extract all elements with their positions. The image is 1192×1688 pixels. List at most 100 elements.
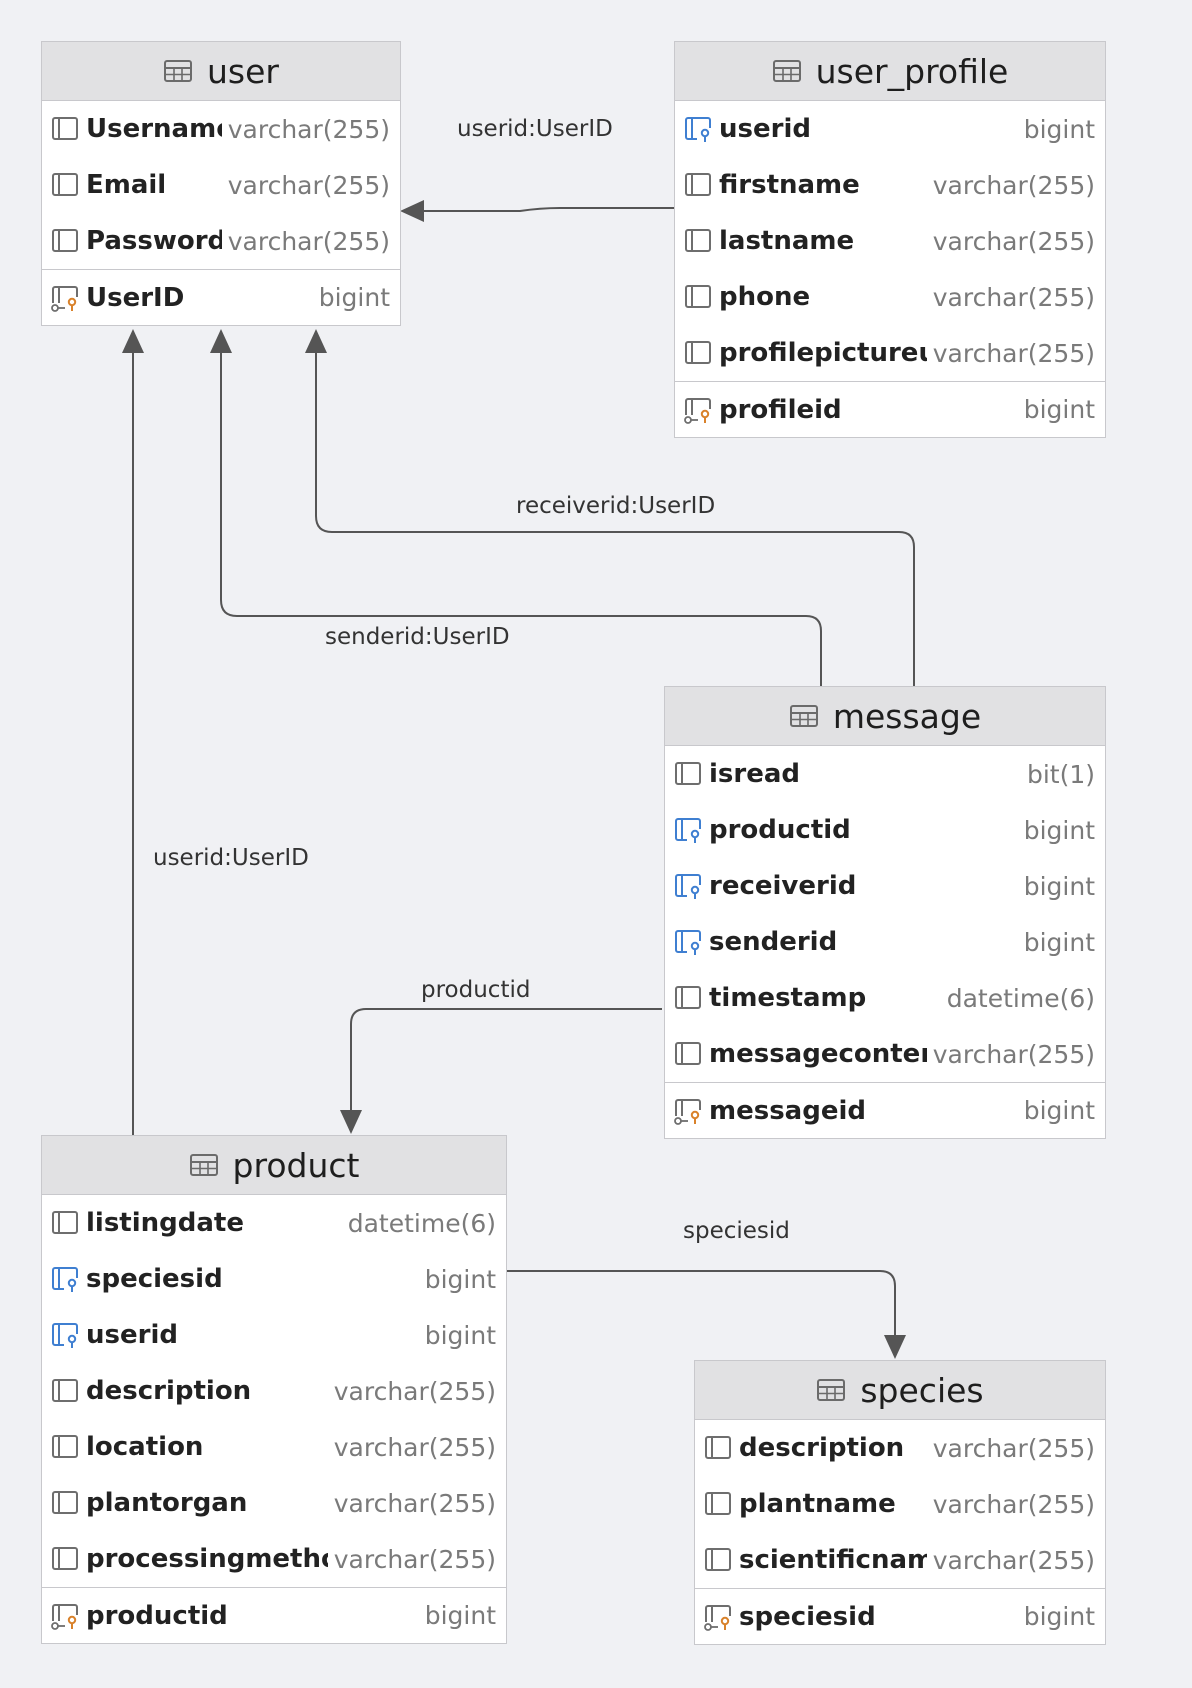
primary-key-icon [50,283,82,313]
arrowhead [305,329,327,353]
primary-key-icon [703,1602,735,1632]
table-header[interactable]: product [42,1136,506,1195]
primary-key-row[interactable]: UserID bigint [42,269,400,325]
column-type: varchar(255) [227,170,390,200]
column-type: bigint [1023,927,1095,957]
column-name: productid [86,1600,228,1631]
column-name: UserID [86,282,185,313]
column-type: varchar(255) [932,1489,1095,1519]
edge-message-sender [220,348,822,686]
table-name: product [232,1145,360,1185]
foreign-key-icon [673,815,705,845]
column-name: timestamp [709,983,867,1013]
primary-key-icon [683,395,715,425]
column-name: profilepictureur [719,338,927,368]
column-name: isread [709,759,800,789]
column-icon [50,1488,82,1518]
column-icon [50,1208,82,1238]
column-type: bigint [424,1320,496,1350]
edge-message-product [350,1008,662,1110]
column-name: lastname [719,226,855,256]
column-type: varchar(255) [932,282,1095,312]
column-name: userid [86,1320,178,1350]
table-header[interactable]: user [42,42,400,101]
column-name: receiverid [709,871,857,901]
column-type: varchar(255) [227,114,390,144]
column-type: varchar(255) [227,226,390,256]
column-name: Username [86,114,222,144]
edge-profile-user [422,207,674,212]
column-type: varchar(255) [932,1433,1095,1463]
column-row[interactable]: senderid bigint [665,914,1105,970]
table-header[interactable]: message [665,687,1105,746]
column-name: Password [86,226,222,256]
column-name: scientificname [739,1545,927,1575]
foreign-key-icon [673,871,705,901]
column-icon [673,983,705,1013]
column-type: bigint [1023,1096,1095,1125]
table-header[interactable]: user_profile [675,42,1105,101]
column-name: messageid [709,1095,866,1126]
column-icon [683,282,715,312]
column-type: bigint [1023,395,1095,424]
table-header[interactable]: species [695,1361,1105,1420]
column-row[interactable]: description varchar(255) [695,1420,1105,1476]
column-name: senderid [709,927,838,957]
table-icon [789,703,819,729]
column-row[interactable]: isread bit(1) [665,746,1105,802]
column-type: bit(1) [1026,759,1095,789]
column-name: messageconten [709,1039,927,1069]
column-type: varchar(255) [333,1544,496,1574]
primary-key-row[interactable]: profileid bigint [675,381,1105,437]
column-name: productid [709,815,851,845]
column-icon [703,1433,735,1463]
arrowhead [210,329,232,353]
column-name: description [739,1433,905,1463]
column-row[interactable]: scientificnamevarchar(255) [695,1532,1105,1588]
column-name: speciesid [86,1264,223,1294]
table-icon [772,58,802,84]
table-icon [816,1377,846,1403]
column-row[interactable]: timestamp datetime(6) [665,970,1105,1026]
column-type: bigint [318,283,390,312]
relation-label-message-receiver: receiverid:UserID [516,493,716,519]
column-icon [50,226,82,256]
column-icon [673,1039,705,1069]
table-icon [163,58,193,84]
column-row[interactable]: userid bigint [42,1307,506,1363]
primary-key-row[interactable]: messageid bigint [665,1082,1105,1138]
foreign-key-icon [50,1264,82,1294]
column-type: bigint [1023,114,1095,144]
primary-key-icon [50,1601,82,1631]
column-name: processingmethoc [86,1544,328,1574]
column-name: profileid [719,394,842,425]
foreign-key-icon [683,114,715,144]
column-type: datetime(6) [946,983,1095,1013]
column-type: datetime(6) [347,1208,496,1238]
